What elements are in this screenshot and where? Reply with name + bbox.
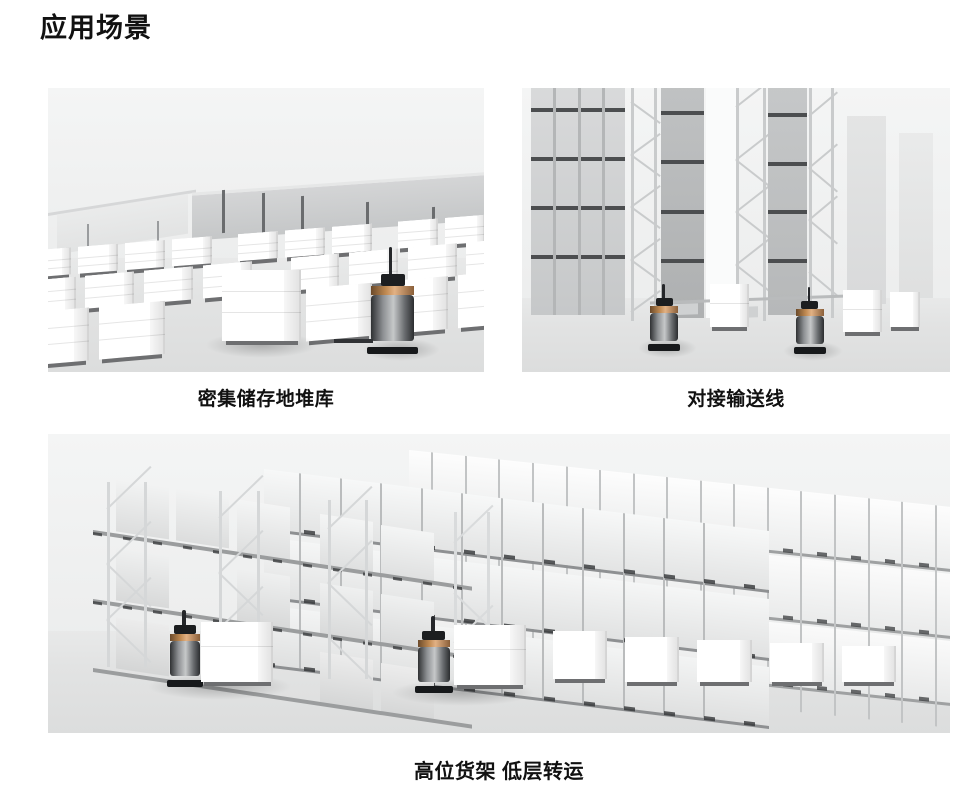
rack-lattice-tower <box>735 88 770 321</box>
agv-mast <box>430 616 435 636</box>
agv-robot-2b <box>793 286 826 355</box>
rack-lattice-tower <box>808 88 838 319</box>
agv-carried-load-3b <box>453 625 527 689</box>
agv-copper-band <box>169 634 201 642</box>
ground-pallet <box>769 643 824 687</box>
agv-head-unit <box>655 297 673 307</box>
high-rack-bay-a <box>530 88 625 316</box>
agv-wheelbase <box>167 680 203 688</box>
agv-robot-3b <box>415 616 453 694</box>
agv-body <box>169 641 201 677</box>
high-rack-bay-c <box>768 88 807 316</box>
figure-caption-1: 密集储存地堆库 <box>197 389 335 410</box>
rack-lattice-tower <box>630 88 662 321</box>
agv-head-unit <box>801 300 819 310</box>
rack-lattice-frame <box>326 486 373 681</box>
high-rack-bay-b <box>661 88 704 319</box>
agv-wheelbase <box>793 347 826 355</box>
agv-robot-1 <box>333 247 418 355</box>
agv-mast <box>388 247 393 278</box>
agv-mast <box>807 286 811 305</box>
agv-robot-2a <box>648 283 681 352</box>
ground-pallet <box>890 292 921 331</box>
agv-body <box>795 315 824 345</box>
figure-caption-2: 对接输送线 <box>687 389 785 410</box>
page-title: 应用场景 <box>40 13 152 43</box>
figure-conveyor-line-docking <box>522 88 950 372</box>
ground-pallet <box>553 631 608 683</box>
agv-head-unit <box>174 624 196 635</box>
ground-pallet <box>710 283 749 331</box>
ground-pallet <box>843 289 882 336</box>
agv-copper-band <box>795 309 824 316</box>
back-rack-upright <box>222 190 226 233</box>
far-rack-right <box>847 116 886 304</box>
render-scene-3 <box>48 434 950 733</box>
figure-dense-storage-floor-stacking <box>48 88 484 372</box>
carried-pallet-load <box>222 269 301 345</box>
rack-aisle-gap <box>706 88 736 319</box>
canopy-post <box>157 221 159 248</box>
agv-mast <box>182 610 186 630</box>
render-scene-1 <box>48 88 484 372</box>
far-rack-right <box>898 133 933 299</box>
canopy-post <box>87 224 90 250</box>
agv-carried-load-3a <box>201 622 274 686</box>
agv-mast <box>662 283 665 302</box>
agv-fork <box>333 339 373 344</box>
agv-body <box>650 312 679 342</box>
ground-pallet <box>841 646 896 687</box>
agv-wheelbase <box>367 347 418 355</box>
ground-pallet <box>625 637 680 686</box>
figure-caption-3: 高位货架 低层转运 <box>413 761 585 783</box>
figure-high-rack-low-level-transfer <box>48 434 950 733</box>
rack-lattice-frame <box>105 465 152 668</box>
rack-lattice-frame <box>453 504 494 680</box>
agv-body <box>370 295 415 342</box>
agv-robot-3a <box>167 610 203 688</box>
render-scene-2 <box>522 88 950 372</box>
agv-copper-band <box>417 640 451 648</box>
agv-body <box>417 647 451 683</box>
agv-head-unit <box>381 273 405 286</box>
agv-copper-band <box>370 285 415 296</box>
agv-copper-band <box>650 306 679 313</box>
ground-pallet <box>697 640 752 687</box>
rack-lattice-frame <box>218 474 264 677</box>
agv-wheelbase <box>648 344 681 352</box>
agv-wheelbase <box>415 686 453 694</box>
agv-head-unit <box>422 630 446 641</box>
